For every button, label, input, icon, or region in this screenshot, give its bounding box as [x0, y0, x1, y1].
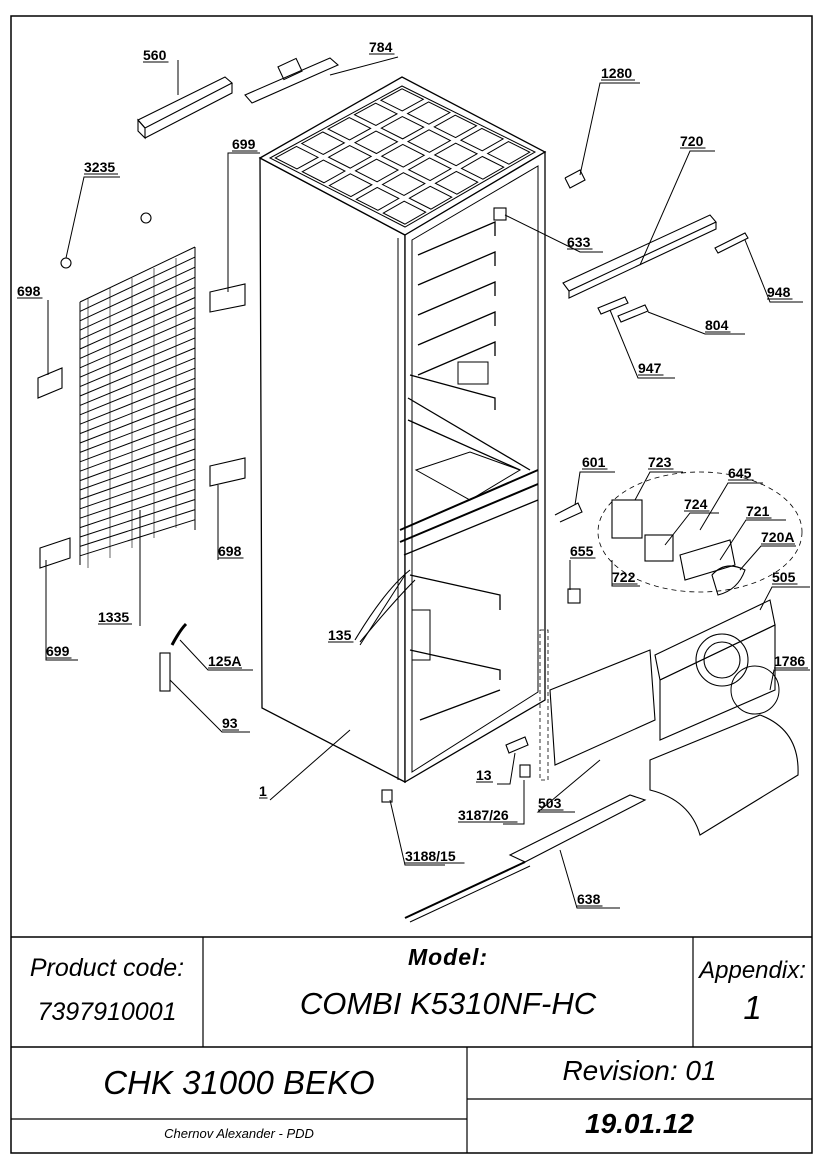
part-label-3235: 3235	[84, 159, 115, 175]
part-3235	[140, 212, 152, 224]
condenser-coil	[79, 246, 196, 568]
part-3187-26	[519, 764, 531, 778]
part-label-645: 645	[728, 465, 752, 481]
part-label-720a: 720A	[761, 529, 794, 545]
part-label-560: 560	[143, 47, 167, 63]
part-505	[654, 599, 776, 681]
model-label: Model:	[407, 944, 489, 970]
leader-lines	[45, 56, 810, 909]
part-560	[137, 76, 233, 129]
part-720A	[711, 565, 746, 596]
revision: Revision: 01	[562, 1055, 717, 1086]
part-125A	[170, 622, 188, 646]
part-label-947: 947	[638, 360, 662, 376]
part-722	[644, 534, 674, 562]
part-label-505: 505	[772, 569, 796, 585]
product-code-value: 7397910001	[37, 998, 177, 1026]
part-label-699: 699	[46, 643, 70, 659]
appendix-label: Appendix:	[699, 957, 806, 984]
part-label-720: 720	[680, 133, 704, 149]
part-label-633: 633	[567, 234, 591, 250]
part-label-948: 948	[767, 284, 791, 300]
part-503	[549, 649, 656, 766]
part-labels: 560 784 1280 699 720 3235 633 698 948 804 947 601 72…	[17, 39, 808, 907]
part-label-698: 698	[218, 543, 242, 559]
part-label-3187-26: 3187/26	[458, 807, 509, 823]
part-label-13: 13	[476, 767, 492, 783]
fan-assembly-outline	[597, 471, 803, 593]
bracket-699-top	[209, 283, 246, 313]
part-label-784: 784	[369, 39, 393, 55]
part-135	[354, 569, 411, 641]
product-code-label: Product code:	[29, 954, 185, 982]
part-3188-15	[381, 789, 393, 803]
cabinet-top-grid	[274, 88, 531, 225]
part-633	[493, 207, 507, 221]
part-label-722: 722	[612, 569, 636, 585]
part-label-1: 1	[259, 783, 267, 799]
part-655	[567, 588, 581, 604]
chassis-code: CHK 31000 BEKO	[103, 1064, 375, 1101]
part-label-655: 655	[570, 543, 594, 559]
part-label-638: 638	[577, 891, 601, 907]
model-value: COMBI K5310NF-HC	[299, 986, 597, 1021]
part-label-721: 721	[746, 503, 770, 519]
date: 19.01.12	[585, 1108, 694, 1139]
part-label-699: 699	[232, 136, 256, 152]
part-93	[159, 652, 171, 692]
part-804	[617, 304, 649, 323]
part-label-723: 723	[648, 454, 672, 470]
part-723	[611, 499, 643, 539]
part-label-135: 135	[328, 627, 352, 643]
part-label-1280: 1280	[601, 65, 632, 81]
part-label-1786: 1786	[774, 653, 805, 669]
part-721	[679, 539, 736, 581]
part-label-601: 601	[582, 454, 606, 470]
author: Chernov Alexander - PDD	[164, 1126, 314, 1141]
part-13	[505, 736, 529, 754]
cabinet	[258, 76, 547, 784]
part-label-1335: 1335	[98, 609, 129, 625]
part-601	[554, 502, 583, 523]
part-label-698: 698	[17, 283, 41, 299]
part-label-93: 93	[222, 715, 238, 731]
part-720	[562, 214, 717, 292]
part-label-724: 724	[684, 496, 708, 512]
part-638	[508, 794, 647, 863]
part-1786	[649, 714, 799, 836]
part-label-3188-15: 3188/15	[405, 848, 456, 864]
part-label-125a: 125A	[208, 653, 241, 669]
part-948	[714, 232, 749, 254]
part-947	[597, 296, 629, 315]
bracket-698-left	[37, 367, 63, 399]
part-1280	[564, 169, 586, 189]
bracket-699-bottom	[39, 537, 71, 569]
part-784	[244, 57, 340, 104]
appendix-value: 1	[743, 989, 762, 1026]
part-label-804: 804	[705, 317, 729, 333]
part-label-503: 503	[538, 795, 562, 811]
bracket-698-right	[209, 457, 246, 487]
drawing-frame	[10, 15, 813, 1154]
